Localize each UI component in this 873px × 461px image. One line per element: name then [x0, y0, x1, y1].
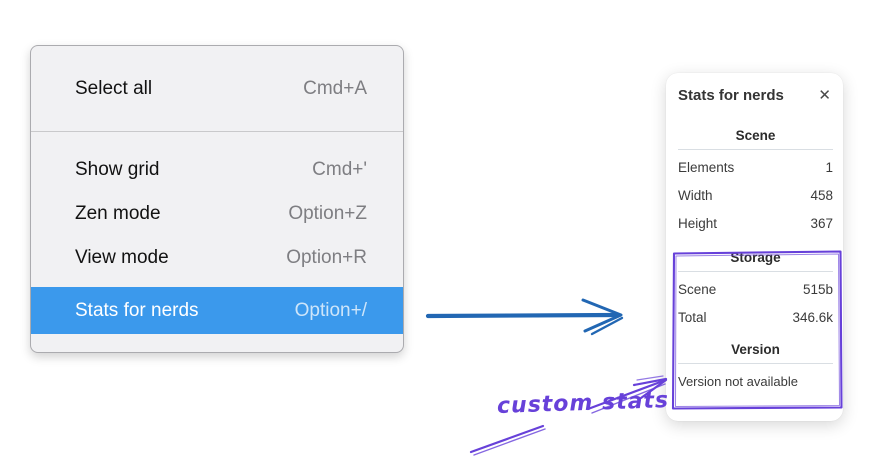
menu-item-view-mode[interactable]: View mode Option+R — [31, 236, 403, 280]
menu-item-label: Show grid — [75, 159, 160, 180]
menu-item-label: Stats for nerds — [75, 299, 199, 321]
context-menu: Select all Cmd+A Show grid Cmd+' Zen mod… — [30, 45, 404, 353]
stats-panel-header: Stats for nerds ✕ — [678, 87, 833, 104]
menu-item-shortcut: Option+R — [286, 247, 367, 268]
menu-item-shortcut: Cmd+A — [303, 77, 367, 99]
menu-item-show-grid[interactable]: Show grid Cmd+' — [31, 148, 403, 192]
scene-section-header: Scene — [735, 128, 776, 143]
storage-section-header: Storage — [730, 250, 781, 265]
stat-row-storage-total: Total 346.6k — [678, 304, 833, 332]
menu-item-shortcut: Cmd+' — [312, 159, 367, 180]
stat-value: 1 — [825, 160, 833, 175]
close-icon[interactable]: ✕ — [818, 87, 831, 104]
stats-panel-title: Stats for nerds — [678, 87, 784, 104]
stat-label: Total — [678, 310, 707, 325]
menu-item-label: Zen mode — [75, 203, 161, 224]
stat-value: 367 — [810, 216, 833, 231]
custom-stats-annotation: custom stats — [496, 388, 670, 419]
blue-arrow — [425, 298, 624, 336]
menu-item-zen-mode[interactable]: Zen mode Option+Z — [31, 192, 403, 236]
blue-arrow-head — [581, 298, 623, 333]
stat-row-storage-scene: Scene 515b — [678, 276, 833, 304]
version-note: Version not available — [678, 374, 798, 389]
purple-arrow-barb-sketch — [636, 375, 664, 381]
blue-arrow-shaft — [425, 312, 619, 319]
menu-item-stats-for-nerds[interactable]: Stats for nerds Option+/ — [31, 287, 403, 334]
stat-label: Width — [678, 188, 713, 203]
stat-label: Height — [678, 216, 718, 231]
menu-item-shortcut: Option+Z — [288, 203, 367, 224]
stat-value: 458 — [810, 188, 833, 203]
menu-item-shortcut: Option+/ — [294, 299, 367, 321]
section-divider — [678, 149, 833, 150]
purple-arrow-tail — [469, 424, 545, 454]
section-divider — [678, 271, 833, 272]
purple-arrow-tail-sketch — [473, 428, 546, 456]
stat-label: Scene — [678, 282, 717, 297]
stat-value: 515b — [802, 282, 833, 297]
menu-item-select-all[interactable]: Select all Cmd+A — [31, 46, 403, 131]
blue-arrow-head-stroke — [590, 316, 624, 336]
stat-row-elements: Elements 1 — [678, 154, 833, 182]
purple-arrow-barb-upper — [632, 377, 668, 387]
stat-row-width: Width 458 — [678, 182, 833, 210]
stat-row-height: Height 367 — [678, 210, 833, 238]
menu-divider — [31, 131, 403, 132]
stat-label: Elements — [678, 160, 735, 175]
menu-item-label: Select all — [75, 77, 153, 99]
stats-panel: Stats for nerds ✕ Scene Elements 1 Width… — [666, 73, 843, 421]
version-section-header: Version — [731, 342, 780, 357]
stat-value: 346.6k — [792, 310, 833, 325]
section-divider — [678, 363, 833, 364]
menu-item-label: View mode — [75, 247, 169, 268]
menu-group: Show grid Cmd+' Zen mode Option+Z View m… — [31, 132, 403, 334]
